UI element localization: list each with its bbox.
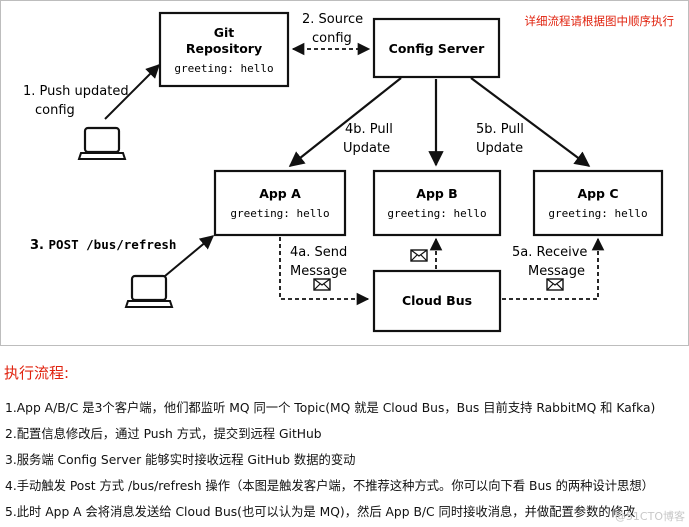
post-refresh-code: POST /bus/refresh xyxy=(49,237,177,252)
cloud-bus-box: Cloud Bus xyxy=(372,269,502,333)
send-message-label-line1: 4a. Send xyxy=(290,245,347,260)
app-a-title: App A xyxy=(259,186,301,201)
pull-update-a-label-line1: 4b. Pull xyxy=(345,122,393,137)
post-refresh-arrow xyxy=(158,235,215,282)
git-repository-box: Git Repository greeting: hello xyxy=(158,11,290,88)
source-config-label-line1: 2. Source xyxy=(302,12,363,27)
post-refresh-step: 3. xyxy=(30,238,49,253)
pull-update-arrow-app-c xyxy=(470,77,591,167)
app-a-greeting: greeting: hello xyxy=(230,207,329,220)
config-server-box: Config Server xyxy=(372,17,501,79)
pull-update-c-label-line1: 5b. Pull xyxy=(476,122,524,137)
envelope-icon xyxy=(313,278,331,291)
notes-step-1: 1.App A/B/C 是3个客户端，他们都监听 MQ 同一个 Topic(MQ… xyxy=(5,401,656,415)
pull-update-c-label-line2: Update xyxy=(476,141,523,156)
pull-update-a-label-line2: Update xyxy=(343,141,390,156)
app-a-box: App A greeting: hello xyxy=(213,169,347,237)
notes-step-3: 3.服务端 Config Server 能够实时接收远程 GitHub 数据的变… xyxy=(5,453,356,467)
notes-title: 执行流程: xyxy=(4,364,70,382)
receive-message-label-line2: Message xyxy=(528,264,585,279)
watermark: @51CTO博客 xyxy=(614,510,685,523)
git-repo-greeting: greeting: hello xyxy=(174,62,273,75)
app-b-box: App B greeting: hello xyxy=(372,169,502,237)
send-message-label-line2: Message xyxy=(290,264,347,279)
diagram-canvas: 详细流程请根据图中顺序执行 Git Repository greeting: h… xyxy=(23,11,675,333)
cloud-bus-title: Cloud Bus xyxy=(402,293,472,308)
push-config-label-line2: config xyxy=(35,103,75,118)
flow-order-note: 详细流程请根据图中顺序执行 xyxy=(525,14,675,28)
send-message-arrow xyxy=(279,237,370,306)
config-server-title: Config Server xyxy=(389,41,485,56)
laptop-icon xyxy=(77,126,127,160)
laptop-icon xyxy=(124,274,174,308)
notes-step-2: 2.配置信息修改后，通过 Push 方式，提交到远程 GitHub xyxy=(5,427,322,441)
post-refresh-label: 3. POST /bus/refresh xyxy=(30,237,176,253)
architecture-diagram: 详细流程请根据图中顺序执行 Git Repository greeting: h… xyxy=(0,0,689,346)
receive-message-arrow xyxy=(502,237,605,300)
app-b-greeting: greeting: hello xyxy=(387,207,486,220)
push-config-label-line1: 1. Push updated xyxy=(23,84,129,99)
git-repo-title-line1: Git xyxy=(214,25,235,40)
envelope-icon xyxy=(546,278,564,291)
git-repo-title-line2: Repository xyxy=(186,41,262,56)
push-config-arrow xyxy=(104,64,160,120)
app-c-title: App C xyxy=(577,186,618,201)
notes-step-5: 5.此时 App A 会将消息发送给 Cloud Bus(也可以认为是 MQ)，… xyxy=(5,505,636,519)
notes-step-4: 4.手动触发 Post 方式 /bus/refresh 操作（本图是触发客户端，… xyxy=(5,479,654,493)
app-c-box: App C greeting: hello xyxy=(532,169,664,237)
source-config-label-line2: config xyxy=(312,31,352,46)
envelope-icon xyxy=(410,249,428,262)
receive-message-label-line1: 5a. Receive xyxy=(512,245,587,260)
app-b-title: App B xyxy=(416,186,457,201)
app-c-greeting: greeting: hello xyxy=(548,207,647,220)
pull-update-arrow-app-a xyxy=(288,77,402,167)
